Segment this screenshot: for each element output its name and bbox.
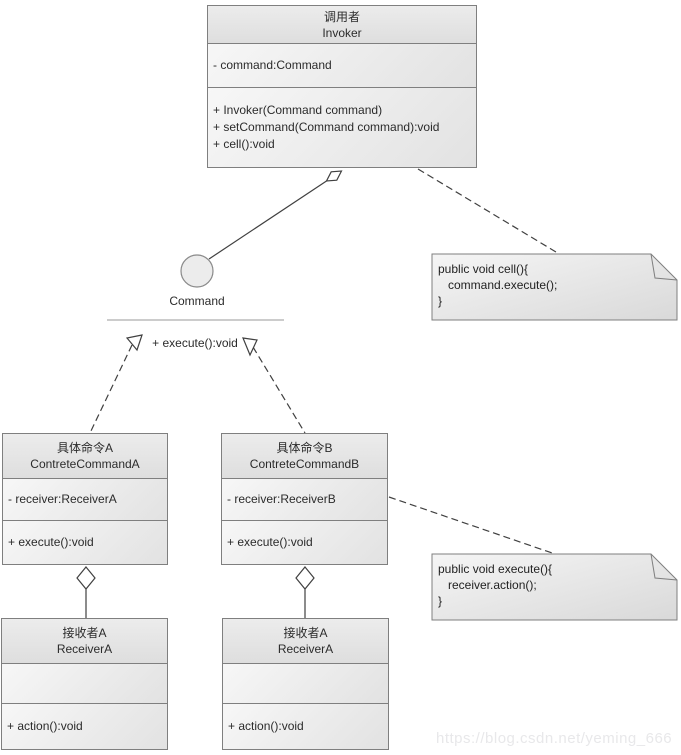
note-execute: public void execute(){ receiver.action()…: [438, 561, 552, 609]
class-title-zh: 具体命令B: [276, 441, 333, 455]
class-invoker-title: 调用者 Invoker: [208, 6, 476, 43]
class-concrete-command-b: 具体命令B ContreteCommandB - receiver:Receiv…: [221, 433, 388, 565]
method: + Invoker(Command command): [213, 103, 383, 117]
note-line: command.execute();: [438, 278, 558, 292]
class-invoker-methods: + Invoker(Command command) + setCommand(…: [208, 87, 476, 167]
class-receiver-a-methods: + action():void: [2, 703, 167, 749]
note-line: receiver.action();: [438, 578, 537, 592]
class-title-en: ReceiverA: [277, 642, 334, 656]
attribute: - command:Command: [213, 58, 332, 72]
class-receiver-a-title: 接收者A ReceiverA: [2, 619, 167, 663]
class-concrete-command-a: 具体命令A ContreteCommandA - receiver:Receiv…: [2, 433, 168, 565]
note-connector-execute: [388, 496, 556, 555]
note-execute-shape: [431, 553, 678, 621]
attribute: - receiver:ReceiverB: [227, 492, 336, 506]
aggregation-diamond-b-icon: [295, 566, 315, 590]
note-execute-fold-icon: [650, 553, 678, 581]
aggregation-line-invoker-command: [208, 180, 327, 260]
class-title-zh: 接收者A: [283, 626, 328, 640]
class-title-zh: 具体命令A: [56, 441, 113, 455]
aggregation-diamond-a-icon: [76, 566, 96, 590]
class-title-en: ContreteCommandA: [30, 457, 140, 471]
class-invoker-attributes: - command:Command: [208, 43, 476, 87]
note-line: }: [438, 294, 443, 308]
class-invoker-title-en: Invoker: [322, 25, 362, 40]
note-connector-cell: [417, 168, 557, 253]
class-receiver-a-attributes: [2, 663, 167, 703]
class-title-en: ReceiverA: [56, 642, 113, 656]
interface-operation-label: + execute():void: [152, 336, 238, 350]
realization-arrow-b-icon: [242, 337, 258, 357]
realization-line-a: [89, 344, 133, 434]
class-title-zh: 接收者A: [62, 626, 107, 640]
aggregation-diamond-invoker-icon: [325, 170, 343, 182]
interface-label: Command: [169, 294, 225, 308]
note-line: public void execute(){: [438, 562, 553, 576]
class-concrete-command-b-title: 具体命令B ContreteCommandB: [222, 434, 387, 478]
class-receiver-b-attributes: [223, 663, 388, 703]
method: + execute():void: [8, 535, 94, 549]
method: + setCommand(Command command):void: [213, 120, 440, 134]
class-concrete-command-a-title: 具体命令A ContreteCommandA: [3, 434, 167, 478]
class-invoker-title-zh: 调用者: [323, 9, 360, 24]
note-cell-fold-icon: [650, 253, 678, 281]
note-line: public void cell(){: [438, 262, 529, 276]
class-concrete-command-b-attributes: - receiver:ReceiverB: [222, 478, 387, 520]
interface-circle-icon: [180, 254, 214, 288]
class-receiver-b-methods: + action():void: [223, 703, 388, 749]
attribute: - receiver:ReceiverA: [8, 492, 117, 506]
note-line: }: [438, 594, 443, 608]
note-cell-shape: [431, 253, 678, 321]
class-concrete-command-a-attributes: - receiver:ReceiverA: [3, 478, 167, 520]
class-receiver-a: 接收者A ReceiverA + action():void: [1, 618, 168, 750]
class-receiver-b: 接收者A ReceiverA + action():void: [222, 618, 389, 750]
method: + action():void: [7, 719, 83, 733]
class-invoker: 调用者 Invoker - command:Command + Invoker(…: [207, 5, 477, 168]
class-receiver-b-title: 接收者A ReceiverA: [223, 619, 388, 663]
method: + cell():void: [213, 137, 275, 151]
class-concrete-command-a-methods: + execute():void: [3, 520, 167, 564]
method: + action():void: [228, 719, 304, 733]
method: + execute():void: [227, 535, 313, 549]
note-cell: public void cell(){ command.execute(); }: [438, 261, 557, 309]
realization-arrow-a-icon: [125, 334, 143, 352]
watermark-url: https://blog.csdn.net/yeming_666: [436, 730, 673, 747]
realization-line-b: [252, 346, 306, 434]
class-title-en: ContreteCommandB: [249, 457, 360, 471]
class-concrete-command-b-methods: + execute():void: [222, 520, 387, 564]
